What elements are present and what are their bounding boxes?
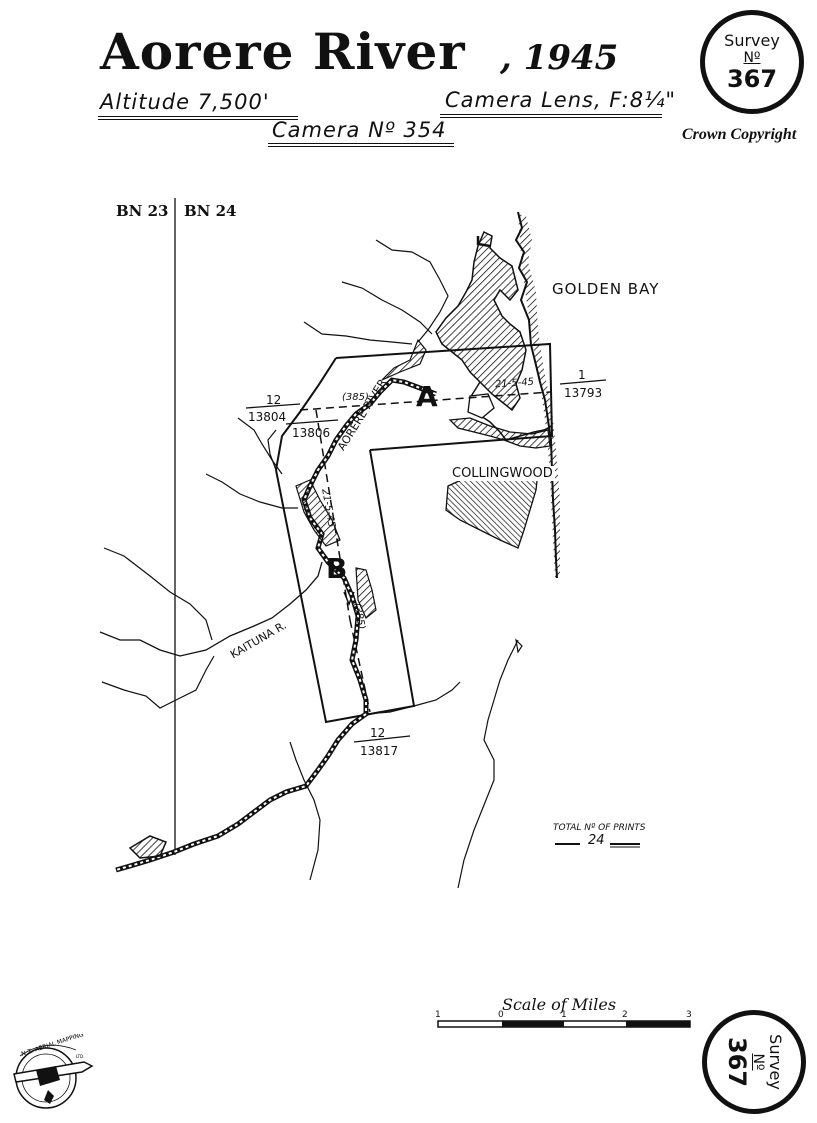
point-2-print: 13806 <box>292 426 331 440</box>
scale-tick-1-left: 1 <box>435 1010 441 1020</box>
point-1-frame: 12 <box>266 393 282 407</box>
point-4-print: 13817 <box>360 744 399 758</box>
river-flat-2 <box>355 567 377 619</box>
tributary-2 <box>341 281 433 335</box>
altitude-underline <box>98 116 298 117</box>
run-label-a: A <box>416 380 438 413</box>
pt1-divider <box>245 403 301 409</box>
river-flat-3 <box>381 338 427 381</box>
camera-number-underline <box>268 143 454 144</box>
run-label-b: B <box>326 552 348 585</box>
map-title: Aorere River <box>100 22 466 81</box>
tributary-9 <box>365 681 461 715</box>
point-3-frame: 1 <box>578 368 586 382</box>
tributary-11 <box>515 638 523 654</box>
point-1-print: 13804 <box>248 410 287 424</box>
label-collingwood: COLLINGWOOD <box>450 466 555 481</box>
tributary-8 <box>289 741 321 881</box>
pt4-divider <box>353 735 411 743</box>
tributary-5 <box>205 473 298 509</box>
crown-copyright: Crown Copyright <box>682 126 797 143</box>
camera-lens-label: Camera Lens, F:8¼" <box>445 88 677 112</box>
camera-lens-underline-2 <box>440 117 662 118</box>
camera-number-label: Camera Nº 354 <box>272 118 447 142</box>
estuary <box>435 230 527 412</box>
point-4-frame: 12 <box>370 726 386 740</box>
estuary-lower <box>448 417 551 449</box>
nz-aerial-mapping-logo: N.Z. AERIAL MAPPING LTD. <box>13 1034 94 1109</box>
total-prints-label: TOTAL Nº OF PRINTS <box>553 823 646 833</box>
estuary-islands <box>467 393 495 419</box>
survey-badge-top-line2: Nº <box>743 50 761 66</box>
label-golden-bay: GOLDEN BAY <box>552 280 660 298</box>
scale-bar-seg-2 <box>626 1021 690 1027</box>
kaituna-river <box>99 561 323 657</box>
river-flat-1 <box>295 479 341 547</box>
survey-badge-top: Survey Nº 367 <box>700 10 804 114</box>
scale-title: Scale of Miles <box>502 995 617 1014</box>
camera-number-underline-2 <box>268 146 454 147</box>
map-year: , 1945 <box>500 38 619 78</box>
scale-tick-3: 3 <box>686 1010 692 1020</box>
camera-lens-underline <box>440 114 662 115</box>
svg-text:LTD.: LTD. <box>76 1054 84 1059</box>
point-3-print: 13793 <box>564 386 603 400</box>
sheet-label-right: BN 24 <box>184 202 237 220</box>
total-prints-count: 24 <box>588 833 605 848</box>
run-area-a-left <box>275 357 337 471</box>
altitude-underline-2 <box>98 119 298 120</box>
flight-line-a <box>299 391 551 411</box>
tributary-10 <box>457 639 519 889</box>
scale-tick-2: 2 <box>622 1010 628 1020</box>
tributary-1 <box>375 239 449 343</box>
tributary-4 <box>237 417 283 475</box>
tributary-6 <box>103 547 213 641</box>
pt3-divider <box>559 379 607 385</box>
survey-badge-top-number: 367 <box>726 65 778 93</box>
run-area-a <box>335 342 554 451</box>
tributary-3 <box>303 321 413 345</box>
aorere-river-inner <box>115 378 437 871</box>
scale-tick-1: 1 <box>561 1010 567 1020</box>
spit <box>476 236 491 248</box>
coast-hatching <box>518 214 560 578</box>
scale-bar-seg-1 <box>502 1021 564 1027</box>
pt2-divider <box>285 419 339 425</box>
altitude-label: Altitude 7,500' <box>100 90 270 114</box>
flight-line-b <box>315 409 351 621</box>
tributary-7 <box>101 655 215 709</box>
alt-label-a: (385) <box>342 392 369 403</box>
tributary-12 <box>267 429 277 471</box>
survey-badge-top-line1: Survey <box>724 31 780 50</box>
river-loop <box>128 835 167 859</box>
scale-tick-0: 0 <box>498 1010 504 1020</box>
sheet-label-left: BN 23 <box>116 202 169 220</box>
